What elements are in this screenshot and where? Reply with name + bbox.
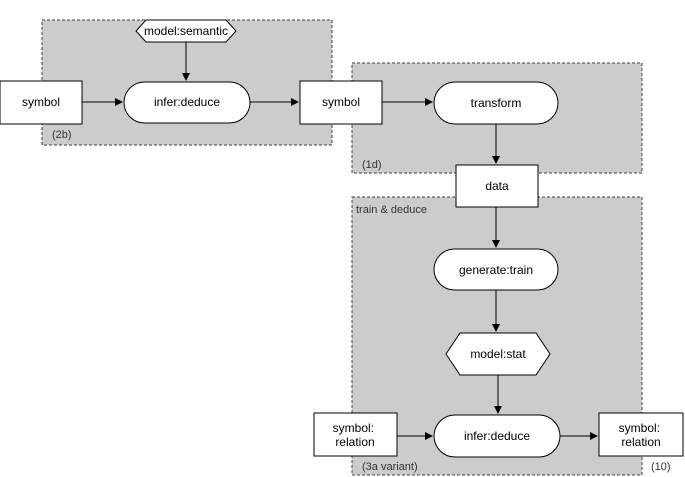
node-model-semantic-label: model:semantic xyxy=(144,24,228,38)
node-generate-train-label: generate:train xyxy=(459,263,533,277)
group-1d-label: (1d) xyxy=(362,159,382,171)
group-3a-title: train & deduce xyxy=(356,204,427,216)
node-transform-label: transform xyxy=(471,96,522,110)
node-symbol-mid-label: symbol xyxy=(322,95,360,109)
node-symbol-relation-right xyxy=(598,412,684,457)
node-infer-deduce-bottom-label: infer:deduce xyxy=(464,429,530,443)
node-symbol-relation-left-line2: relation xyxy=(335,435,374,449)
node-symbol-relation-left xyxy=(313,412,398,457)
group-3a-label: (3a variant) xyxy=(362,461,418,473)
node-model-semantic xyxy=(135,19,237,43)
node-data xyxy=(455,164,539,208)
node-infer-deduce-bottom xyxy=(433,414,561,458)
node-symbol-relation-right-label: symbol: relation xyxy=(619,421,664,449)
node-symbol-relation-left-line1: symbol: xyxy=(333,421,374,435)
node-symbol-mid xyxy=(299,80,383,125)
node-symbol-relation-left-label: symbol: relation xyxy=(333,421,378,449)
node-infer-deduce-top-label: infer:deduce xyxy=(154,95,220,109)
group-2b-label: (2b) xyxy=(52,129,72,141)
node-infer-deduce-top xyxy=(123,81,251,124)
node-transform xyxy=(433,81,559,125)
node-data-label: data xyxy=(485,179,509,193)
node-model-stat xyxy=(445,332,551,376)
node-generate-train xyxy=(433,248,559,291)
node-symbol-relation-right-line1: symbol: xyxy=(619,421,660,435)
node-symbol-left-label: symbol xyxy=(22,95,60,109)
node-model-stat-label: model:stat xyxy=(470,347,526,361)
node-symbol-relation-right-line2: relation xyxy=(621,435,660,449)
group-10-label: (10) xyxy=(651,461,671,473)
node-symbol-left xyxy=(0,80,83,125)
